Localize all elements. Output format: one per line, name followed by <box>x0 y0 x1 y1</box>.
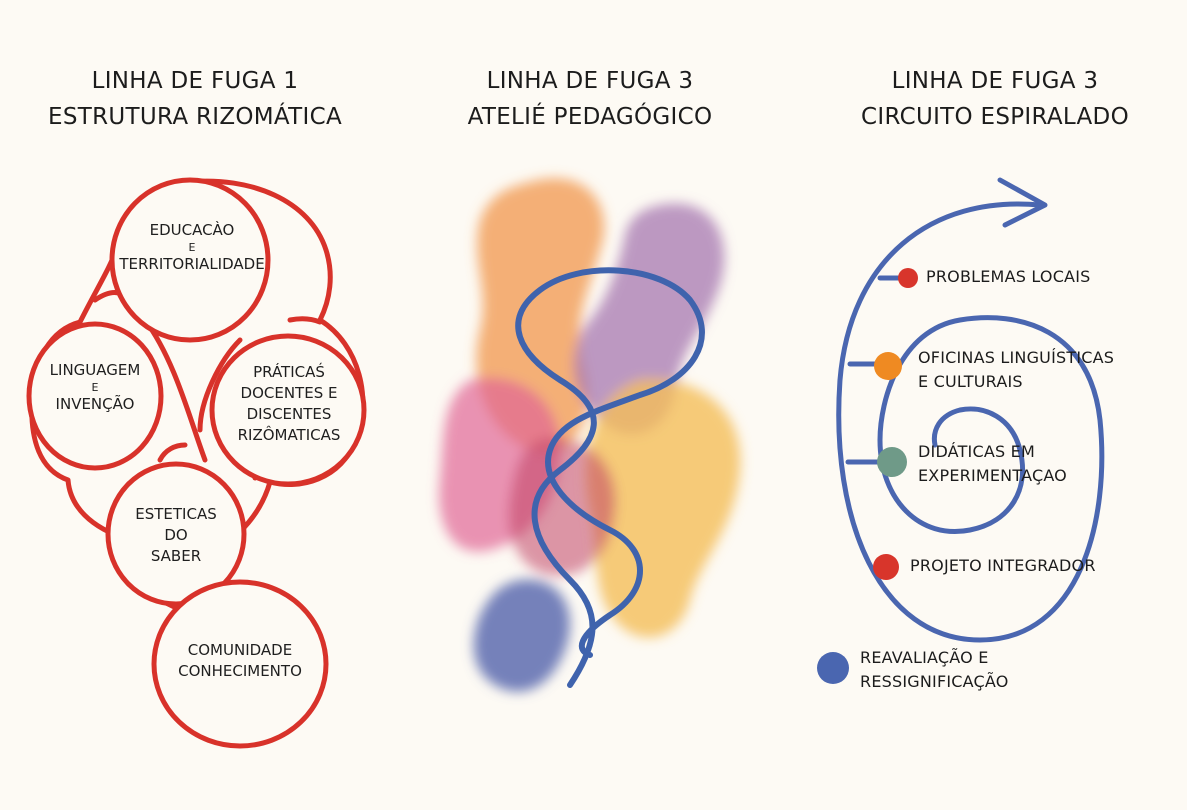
yellow-blob <box>585 379 741 638</box>
step-label: OFICINAS LINGUÍSTICAS <box>918 348 1115 367</box>
node-label: COMUNIDADE <box>187 641 293 659</box>
purple-blob <box>573 203 725 435</box>
rhizome-node-circle <box>105 461 247 607</box>
step-label: PROBLEMAS LOCAIS <box>926 267 1091 286</box>
wavy-line <box>515 267 705 688</box>
step-label: E CULTURAIS <box>918 372 1023 391</box>
panel1-title-line1: LINHA DE FUGA 1 <box>91 68 299 94</box>
rhizome-link <box>197 337 243 433</box>
node-comunidade-conhecimento: COMUNIDADE CONHECIMENTO <box>160 640 320 682</box>
step-marker-problemas <box>898 268 918 288</box>
step-reavaliacao: REAVALIAÇÃO E RESSIGNIFICAÇÃO <box>860 646 1009 694</box>
spiral-arrow-head <box>997 177 1048 228</box>
rhizome-link <box>287 316 323 325</box>
node-label: DO <box>164 526 188 544</box>
panel2-title-line2: ATELIÉ PEDAGÓGICO <box>467 104 713 130</box>
panel1-title-line2: ESTRUTURA RIZOMÁTICA <box>47 104 343 130</box>
step-label: DIDÁTICAS EM <box>918 442 1035 461</box>
step-label: REAVALIAÇÃO E <box>860 648 989 667</box>
step-didaticas: DIDÁTICAS EM EXPERIMENTAÇAO <box>918 440 1067 488</box>
panel1-title: LINHA DE FUGA 1 ESTRUTURA RIZOMÁTICA <box>30 63 360 135</box>
step-label: PROJETO INTEGRADOR <box>910 556 1096 575</box>
step-marker-projeto <box>873 554 899 580</box>
node-label: ESTETICAS <box>135 505 217 523</box>
node-label: DISCENTES <box>246 405 332 423</box>
step-problemas-locais: PROBLEMAS LOCAIS <box>926 265 1090 289</box>
step-marker-oficinas <box>874 352 902 380</box>
rhizome-node-circle <box>26 321 164 471</box>
step-marker-didaticas <box>877 447 907 477</box>
rhizome-node-circle <box>151 579 329 749</box>
node-label: E <box>91 381 99 394</box>
blue-blob <box>473 579 570 692</box>
rhizome-node-circle <box>209 333 367 487</box>
node-label: SABER <box>150 547 202 565</box>
step-label: EXPERIMENTAÇAO <box>918 466 1067 485</box>
node-label: PRÁTICAŚ <box>253 363 325 381</box>
node-label: RIZÔMATICAS <box>237 426 341 444</box>
node-label: DOCENTES E <box>240 384 338 402</box>
node-label: EDUCACÀO <box>149 221 235 239</box>
node-label: CONHECIMENTO <box>178 662 302 680</box>
magenta-blob <box>509 438 616 576</box>
panel3-title-line1: LINHA DE FUGA 3 <box>891 68 1099 94</box>
node-educacao-territorialidade: EDUCACÀO E TERRITORIALIDADE <box>112 220 272 275</box>
step-oficinas: OFICINAS LINGUÍSTICAS E CULTURAIS <box>918 346 1114 394</box>
panel2-title: LINHA DE FUGA 3 ATELIÉ PEDAGÓGICO <box>420 63 760 135</box>
node-linguagem-invencao: LINGUAGEM E INVENÇÃO <box>35 360 155 415</box>
node-praticas-docentes: PRÁTICAŚ DOCENTES E DISCENTES RIZÔMATICA… <box>214 362 364 446</box>
spiral-path <box>836 201 1105 643</box>
panel3-title-line2: CIRCUITO ESPIRALADO <box>861 104 1129 130</box>
step-marker-reavaliacao <box>817 652 849 684</box>
node-label: TERRITORIALIDADE <box>119 255 265 273</box>
panel2-title-line1: LINHA DE FUGA 3 <box>486 68 694 94</box>
node-label: LINGUAGEM <box>49 361 141 379</box>
step-projeto-integrador: PROJETO INTEGRADOR <box>910 554 1096 578</box>
step-label: RESSIGNIFICAÇÃO <box>860 672 1009 691</box>
node-esteticas-saber: ESTETICAS DO SABER <box>116 504 236 567</box>
rhizome-node-circle <box>109 177 271 343</box>
rhizome-link <box>142 317 208 463</box>
node-label: E <box>188 241 196 254</box>
node-label: INVENÇÃO <box>55 395 135 413</box>
rhizome-link <box>157 442 188 463</box>
panel3-title: LINHA DE FUGA 3 CIRCUITO ESPIRALADO <box>830 63 1160 135</box>
